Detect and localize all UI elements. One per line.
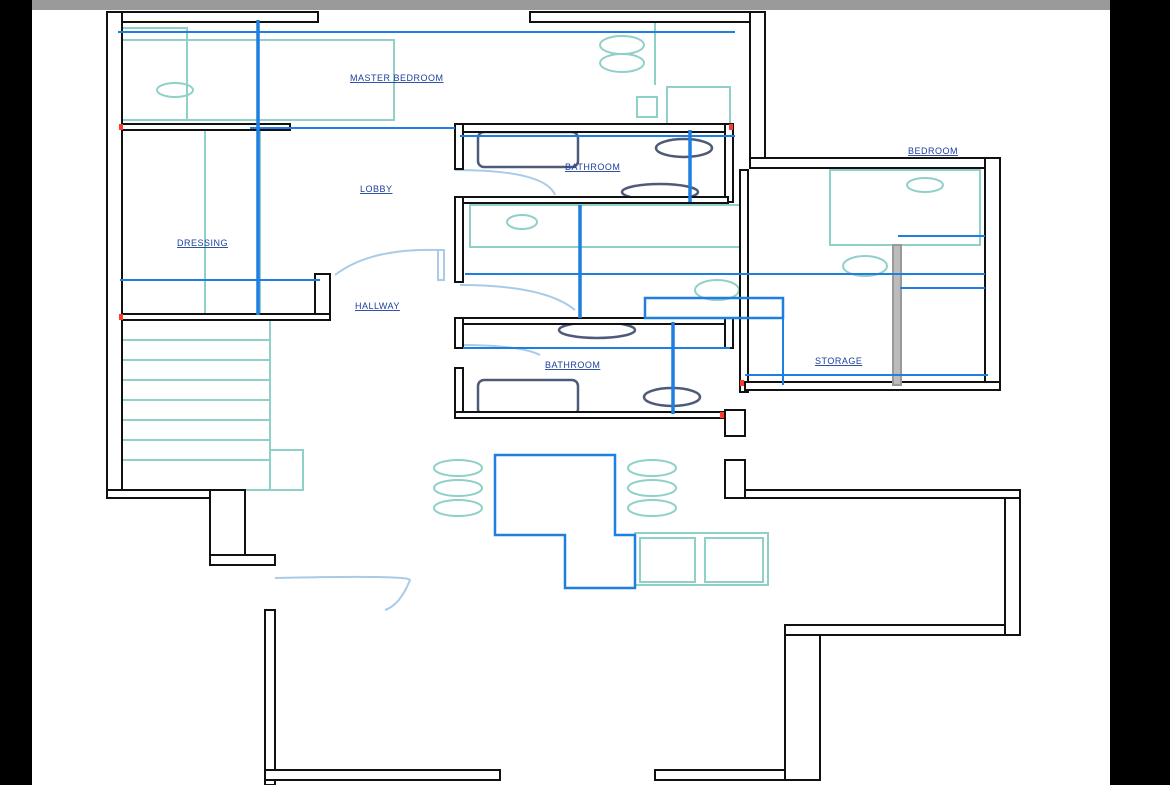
door-swing: [454, 169, 556, 196]
kitchen-island: [493, 453, 637, 590]
left-black-border: [0, 0, 32, 785]
dressing-closet: [204, 129, 261, 316]
doors: [274, 169, 576, 611]
room-labels: MASTER BEDROOM LOBBY DRESSING HALLWAY BA…: [177, 73, 958, 370]
door-swing: [459, 284, 576, 311]
door-swing: [459, 344, 541, 356]
label-bathroom-lower: BATHROOM: [545, 360, 600, 370]
master-desk: [121, 27, 188, 121]
label-storage: STORAGE: [815, 356, 862, 366]
chair: [156, 82, 194, 98]
stairs: [119, 319, 271, 491]
wardrobe: [666, 86, 731, 126]
label-bedroom: BEDROOM: [908, 146, 958, 156]
bathtub: [476, 378, 580, 417]
label-dressing: DRESSING: [177, 238, 228, 248]
label-hallway: HALLWAY: [355, 301, 400, 311]
chair: [599, 53, 645, 73]
walls: [106, 11, 1021, 785]
wall-end-marks: [119, 124, 744, 418]
toilet: [654, 137, 714, 159]
sofa: [634, 532, 769, 586]
right-black-border: [1110, 0, 1170, 785]
chair: [599, 35, 645, 55]
entrance-door-swing: [274, 575, 412, 611]
label-bathroom-upper: BATHROOM: [565, 162, 620, 172]
bathtub: [476, 130, 580, 169]
label-lobby: LOBBY: [360, 184, 393, 194]
dimension-lines: [118, 20, 988, 414]
guest-bed: [829, 169, 981, 246]
label-master-bedroom: MASTER BEDROOM: [350, 73, 444, 83]
door-swing: [334, 248, 439, 276]
counter: [643, 296, 785, 320]
top-gray-bar: [32, 0, 1110, 10]
